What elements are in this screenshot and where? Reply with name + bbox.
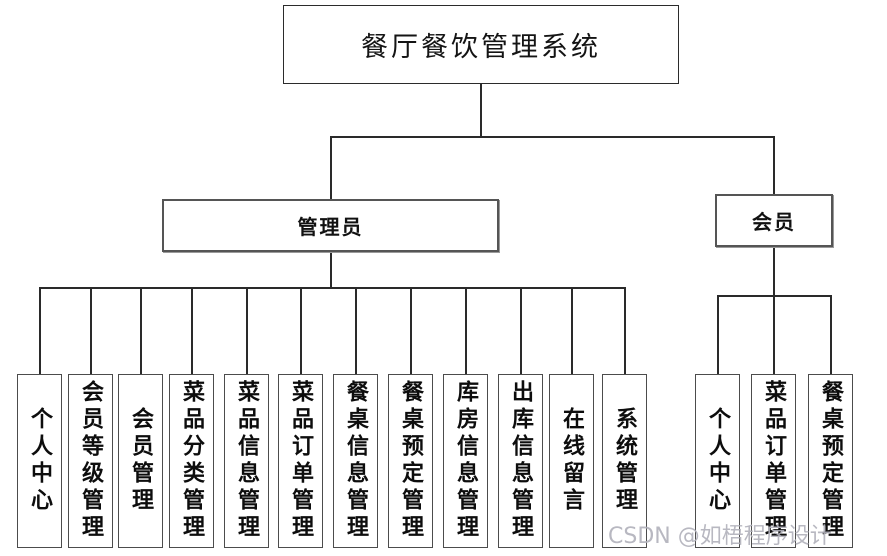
node-system-root: 餐厅餐饮管理系统 xyxy=(283,5,679,84)
node-admin-dish-order-mgmt: 菜品订单管理 xyxy=(278,374,323,548)
connector-admin-child-9 xyxy=(465,287,467,374)
leaf-label: 餐桌信息管理 xyxy=(343,380,369,542)
leaf-label: 会员管理 xyxy=(128,407,154,515)
leaf-label: 会员等级管理 xyxy=(78,380,104,542)
connector-admin-child-8 xyxy=(410,287,412,374)
node-admin-label: 管理员 xyxy=(297,215,364,239)
connector-admin-child-2 xyxy=(90,287,92,374)
leaf-label: 餐桌预定管理 xyxy=(398,380,424,542)
node-admin: 管理员 xyxy=(162,199,499,252)
node-member-personal-center: 个人中心 xyxy=(695,374,740,548)
connector-to-member xyxy=(773,136,775,194)
leaf-label: 菜品信息管理 xyxy=(234,380,260,542)
node-admin-personal-center: 个人中心 xyxy=(17,374,62,548)
leaf-label: 系统管理 xyxy=(612,407,638,515)
node-admin-dish-category-mgmt: 菜品分类管理 xyxy=(169,374,214,548)
connector-admin-child-12 xyxy=(624,287,626,374)
leaf-label: 库房信息管理 xyxy=(453,380,479,542)
node-admin-member-mgmt: 会员管理 xyxy=(118,374,163,548)
connector-admin-child-6 xyxy=(300,287,302,374)
connector-admin-child-11 xyxy=(571,287,573,374)
connector-member-child-1 xyxy=(717,295,719,374)
node-admin-member-level-mgmt: 会员等级管理 xyxy=(68,374,113,548)
leaf-label: 餐桌预定管理 xyxy=(818,380,844,542)
leaf-label: 菜品订单管理 xyxy=(761,380,787,542)
node-admin-dish-info-mgmt: 菜品信息管理 xyxy=(224,374,269,548)
leaf-label: 个人中心 xyxy=(705,407,731,515)
connector-admin-child-10 xyxy=(520,287,522,374)
node-admin-table-info-mgmt: 餐桌信息管理 xyxy=(333,374,378,548)
connector-level1-rail xyxy=(330,136,774,138)
node-member-dish-order-mgmt: 菜品订单管理 xyxy=(751,374,796,548)
leaf-label: 菜品分类管理 xyxy=(179,380,205,542)
connector-root-down xyxy=(480,84,482,136)
connector-to-admin xyxy=(330,136,332,199)
leaf-label: 出库信息管理 xyxy=(508,380,534,542)
leaf-label: 个人中心 xyxy=(27,407,53,515)
connector-admin-child-7 xyxy=(355,287,357,374)
connector-member-rail xyxy=(717,295,831,297)
connector-admin-rail xyxy=(39,287,625,289)
node-admin-warehouse-mgmt: 库房信息管理 xyxy=(443,374,488,548)
node-admin-system-mgmt: 系统管理 xyxy=(602,374,647,548)
connector-member-child-3 xyxy=(830,295,832,374)
connector-admin-down xyxy=(330,252,332,287)
connector-admin-child-3 xyxy=(140,287,142,374)
node-system-root-label: 餐厅餐饮管理系统 xyxy=(361,32,601,63)
connector-admin-child-4 xyxy=(191,287,193,374)
node-member-label: 会员 xyxy=(752,210,796,234)
connector-member-down xyxy=(773,247,775,374)
node-admin-table-reserve-mgmt: 餐桌预定管理 xyxy=(388,374,433,548)
leaf-label: 菜品订单管理 xyxy=(288,380,314,542)
node-member-table-reserve-mgmt: 餐桌预定管理 xyxy=(808,374,853,548)
node-admin-outbound-mgmt: 出库信息管理 xyxy=(498,374,543,548)
leaf-label: 在线留言 xyxy=(559,407,585,515)
node-member: 会员 xyxy=(715,194,833,247)
connector-admin-child-1 xyxy=(39,287,41,374)
node-admin-online-message: 在线留言 xyxy=(549,374,594,548)
connector-admin-child-5 xyxy=(246,287,248,374)
